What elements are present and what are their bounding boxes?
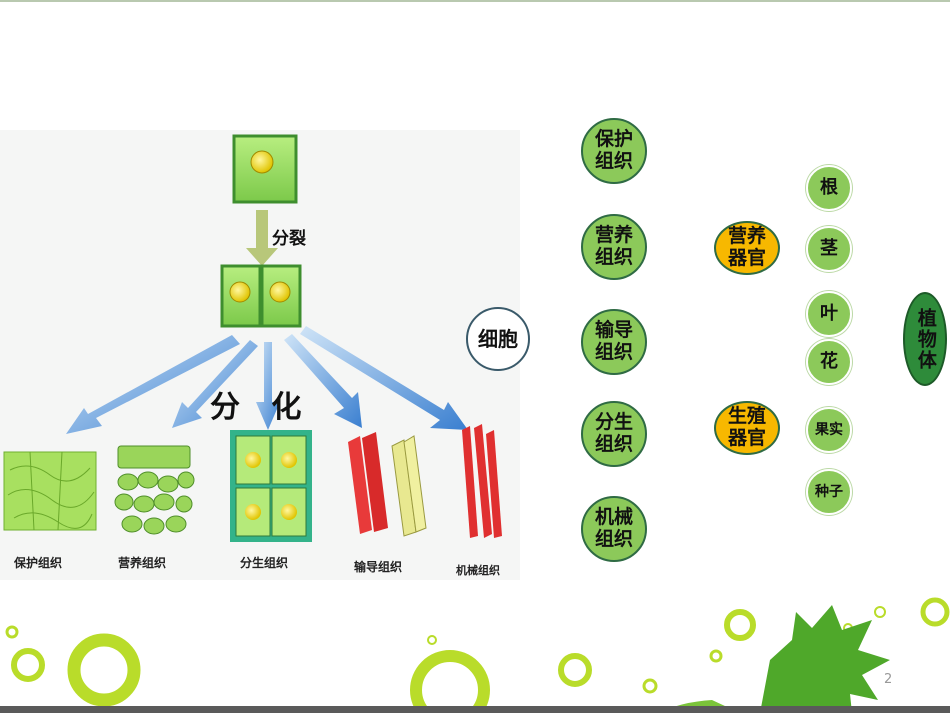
cell-division-figure: 分裂 分 化 保护组织 营养组织 分生组织 输导组织 机械组织 (0, 130, 520, 580)
divide-arrow (246, 210, 278, 266)
plant-body-node: 植物体 (903, 292, 947, 386)
single-cell (232, 134, 298, 204)
caption-meristem: 分生组织 (240, 556, 289, 570)
tissue-protective: 保护 组织 (581, 118, 647, 184)
organ-seed: 种子 (806, 469, 852, 515)
two-cells (220, 264, 302, 328)
organ-group-reproductive: 生殖 器官 (714, 401, 780, 455)
tissue-meristem: 分生 组织 (581, 401, 647, 467)
caption-mechanical: 机械组织 (456, 564, 500, 577)
tissue-mechanical: 机械 组织 (581, 496, 647, 562)
leaf-decoration (660, 605, 890, 713)
caption-protective: 保护组织 (14, 556, 63, 570)
differentiation-arrows (66, 326, 468, 434)
caption-conducting: 输导组织 (354, 560, 403, 574)
top-border (0, 0, 950, 2)
protective-tissue-image (3, 451, 97, 531)
organ-fruit: 果实 (806, 407, 852, 453)
differentiate-label: 分 化 (210, 390, 302, 425)
organ-root: 根 (806, 165, 852, 211)
caption-nutritive: 营养组织 (118, 556, 167, 570)
organ-stem: 茎 (806, 226, 852, 272)
cell-division-illustration (3, 134, 502, 542)
cell-node: 细胞 (466, 307, 530, 371)
tissue-conducting: 输导 组织 (581, 309, 647, 375)
page-number: 2 (884, 672, 893, 687)
divide-label: 分裂 (272, 229, 306, 249)
organ-group-vegetative: 营养 器官 (714, 221, 780, 275)
organ-leaf: 叶 (806, 291, 852, 337)
nutritive-tissue-image (114, 445, 195, 535)
organ-flower: 花 (806, 339, 852, 385)
mechanical-tissue-image (462, 424, 502, 538)
conducting-tissue-image (348, 432, 427, 537)
meristem-tissue-image (230, 430, 312, 542)
tissue-nutritive: 营养 组织 (581, 214, 647, 280)
